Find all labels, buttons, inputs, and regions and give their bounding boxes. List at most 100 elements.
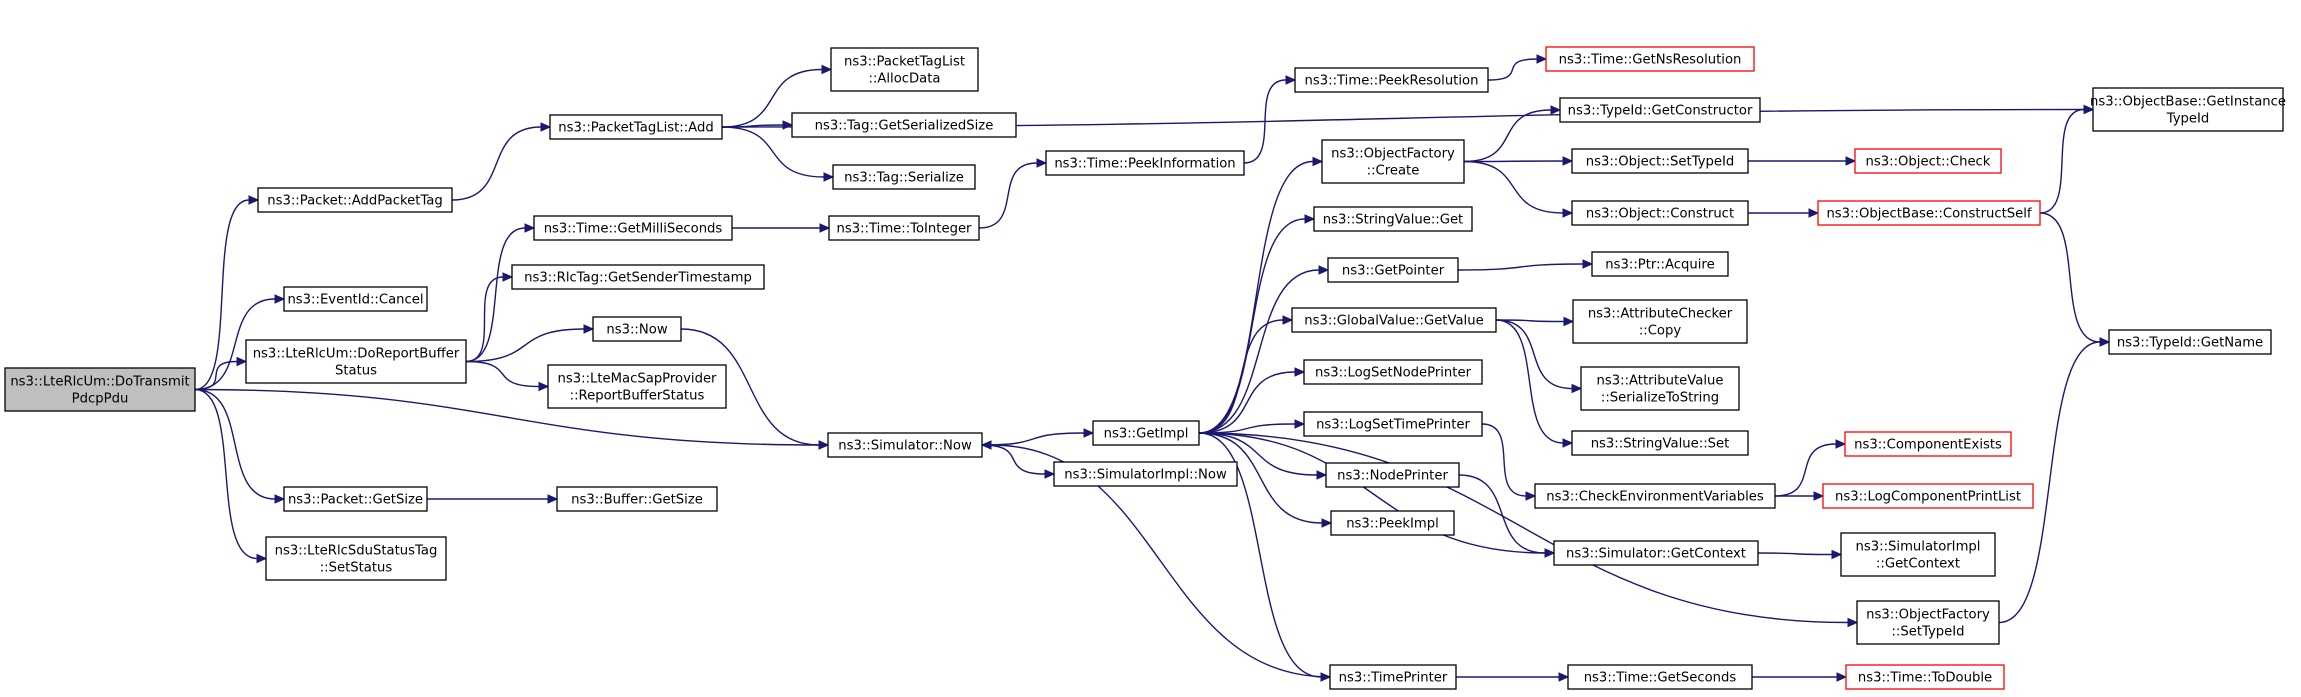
node-box-nodeprinter[interactable]	[1325, 462, 1460, 488]
node-box-ofcreate[interactable]	[1321, 139, 1465, 184]
node-box-allocdata[interactable]	[830, 47, 979, 92]
node-cancel[interactable]: ns3::EventId::Cancel	[283, 286, 428, 312]
node-box-gvgetvalue[interactable]	[1291, 307, 1497, 333]
node-tointeger[interactable]: ns3::Time::ToInteger	[828, 215, 980, 241]
node-box-now[interactable]	[592, 316, 682, 342]
node-gvgetvalue[interactable]: ns3::GlobalValue::GetValue	[1291, 307, 1497, 333]
node-box-todouble[interactable]	[1845, 664, 2005, 690]
node-getpointer[interactable]: ns3::GetPointer	[1327, 257, 1459, 283]
node-ptladd[interactable]: ns3::PacketTagList::Add	[549, 114, 723, 140]
node-box-getsize[interactable]	[283, 486, 428, 512]
node-now[interactable]: ns3::Now	[592, 316, 682, 342]
node-allocdata[interactable]: ns3::PacketTagList::AllocData	[830, 47, 979, 92]
node-box-tointeger[interactable]	[828, 215, 980, 241]
node-box-getms[interactable]	[533, 215, 733, 241]
node-box-peekinfo[interactable]	[1045, 150, 1245, 176]
node-logsetnode[interactable]: ns3::LogSetNodePrinter	[1303, 359, 1483, 385]
node-box-simimplnow[interactable]	[1053, 461, 1238, 487]
node-attrchecker[interactable]: ns3::AttributeChecker::Copy	[1572, 299, 1748, 344]
node-box-getserializedsize[interactable]	[791, 112, 1017, 138]
node-simimplnow[interactable]: ns3::SimulatorImpl::Now	[1053, 461, 1238, 487]
node-box-getinstancetypeid[interactable]	[2092, 87, 2284, 132]
node-box-serialize[interactable]	[832, 164, 976, 190]
node-getconstructor[interactable]: ns3::TypeId::GetConstructor	[1559, 97, 1761, 123]
node-simimplgetcontext[interactable]: ns3::SimulatorImpl::GetContext	[1840, 532, 1996, 577]
node-box-rlctag[interactable]	[511, 264, 765, 290]
node-addpackettag[interactable]: ns3::Packet::AddPacketTag	[257, 187, 453, 213]
node-box-attrchecker[interactable]	[1572, 299, 1748, 344]
node-box-setstatus[interactable]	[265, 536, 447, 581]
node-getsize[interactable]: ns3::Packet::GetSize	[283, 486, 428, 512]
node-box-simnow[interactable]	[827, 432, 983, 458]
node-reportbuf[interactable]: ns3::LteMacSapProvider::ReportBufferStat…	[547, 364, 727, 409]
node-rlctag[interactable]: ns3::RlcTag::GetSenderTimestamp	[511, 264, 765, 290]
node-box-objcheck[interactable]	[1854, 148, 2002, 174]
node-box-bufgetsize[interactable]	[556, 486, 718, 512]
node-peekres[interactable]: ns3::Time::PeekResolution	[1294, 67, 1489, 93]
node-box-stringset[interactable]	[1571, 430, 1749, 456]
node-peekimpl[interactable]: ns3::PeekImpl	[1330, 510, 1455, 536]
node-box-simimplgetcontext[interactable]	[1840, 532, 1996, 577]
node-getimpl[interactable]: ns3::GetImpl	[1092, 420, 1200, 446]
node-todouble[interactable]: ns3::Time::ToDouble	[1845, 664, 2005, 690]
node-attrvalue[interactable]: ns3::AttributeValue::SerializeToString	[1580, 366, 1740, 411]
node-box-logsettime[interactable]	[1303, 411, 1483, 437]
node-objconstruct[interactable]: ns3::Object::Construct	[1571, 200, 1749, 226]
node-box-peekres[interactable]	[1294, 67, 1489, 93]
node-stringset[interactable]: ns3::StringValue::Set	[1571, 430, 1749, 456]
node-box-typeidgetname[interactable]	[2108, 329, 2272, 355]
node-box-getconstructor[interactable]	[1559, 97, 1761, 123]
node-peekinfo[interactable]: ns3::Time::PeekInformation	[1045, 150, 1245, 176]
node-box-getpointer[interactable]	[1327, 257, 1459, 283]
node-simgetcontext[interactable]: ns3::Simulator::GetContext	[1553, 540, 1759, 566]
node-box-logcompprint[interactable]	[1822, 483, 2034, 509]
node-ofcreate[interactable]: ns3::ObjectFactory::Create	[1321, 139, 1465, 184]
node-objcheck[interactable]: ns3::Object::Check	[1854, 148, 2002, 174]
node-serialize[interactable]: ns3::Tag::Serialize	[832, 164, 976, 190]
node-box-timeprinter[interactable]	[1329, 664, 1457, 690]
node-getms[interactable]: ns3::Time::GetMilliSeconds	[533, 215, 733, 241]
node-box-reportbuf[interactable]	[547, 364, 727, 409]
node-simnow[interactable]: ns3::Simulator::Now	[827, 432, 983, 458]
node-nodeprinter[interactable]: ns3::NodePrinter	[1325, 462, 1460, 488]
node-checkenv[interactable]: ns3::CheckEnvironmentVariables	[1534, 483, 1776, 509]
node-box-ptladd[interactable]	[549, 114, 723, 140]
node-box-doreport[interactable]	[245, 339, 467, 384]
node-box-objsettypeid[interactable]	[1571, 148, 1749, 174]
node-box-ofsettypeid[interactable]	[1856, 600, 2000, 645]
node-box-constructself[interactable]	[1817, 200, 2041, 226]
node-setstatus[interactable]: ns3::LteRlcSduStatusTag::SetStatus	[265, 536, 447, 581]
node-ptracquire[interactable]: ns3::Ptr::Acquire	[1591, 251, 1729, 277]
node-box-attrvalue[interactable]	[1580, 366, 1740, 411]
node-getserializedsize[interactable]: ns3::Tag::GetSerializedSize	[791, 112, 1017, 138]
node-box-stringget[interactable]	[1313, 206, 1473, 232]
node-box-ptracquire[interactable]	[1591, 251, 1729, 277]
node-logsettime[interactable]: ns3::LogSetTimePrinter	[1303, 411, 1483, 437]
node-constructself[interactable]: ns3::ObjectBase::ConstructSelf	[1817, 200, 2041, 226]
node-box-logsetnode[interactable]	[1303, 359, 1483, 385]
node-box-checkenv[interactable]	[1534, 483, 1776, 509]
node-box-objconstruct[interactable]	[1571, 200, 1749, 226]
node-logcompprint[interactable]: ns3::LogComponentPrintList	[1822, 483, 2034, 509]
node-box-root[interactable]	[4, 367, 196, 412]
node-box-compexists[interactable]	[1844, 431, 2012, 457]
node-compexists[interactable]: ns3::ComponentExists	[1844, 431, 2012, 457]
node-typeidgetname[interactable]: ns3::TypeId::GetName	[2108, 329, 2272, 355]
node-box-cancel[interactable]	[283, 286, 428, 312]
node-bufgetsize[interactable]: ns3::Buffer::GetSize	[556, 486, 718, 512]
node-box-getseconds[interactable]	[1567, 664, 1753, 690]
node-stringget[interactable]: ns3::StringValue::Get	[1313, 206, 1473, 232]
node-box-peekimpl[interactable]	[1330, 510, 1455, 536]
node-ofsettypeid[interactable]: ns3::ObjectFactory::SetTypeId	[1856, 600, 2000, 645]
node-getseconds[interactable]: ns3::Time::GetSeconds	[1567, 664, 1753, 690]
node-objsettypeid[interactable]: ns3::Object::SetTypeId	[1571, 148, 1749, 174]
node-timeprinter[interactable]: ns3::TimePrinter	[1329, 664, 1457, 690]
node-box-getimpl[interactable]	[1092, 420, 1200, 446]
node-box-addpackettag[interactable]	[257, 187, 453, 213]
node-box-getnsres[interactable]	[1545, 46, 1755, 72]
node-getnsres[interactable]: ns3::Time::GetNsResolution	[1545, 46, 1755, 72]
node-box-simgetcontext[interactable]	[1553, 540, 1759, 566]
